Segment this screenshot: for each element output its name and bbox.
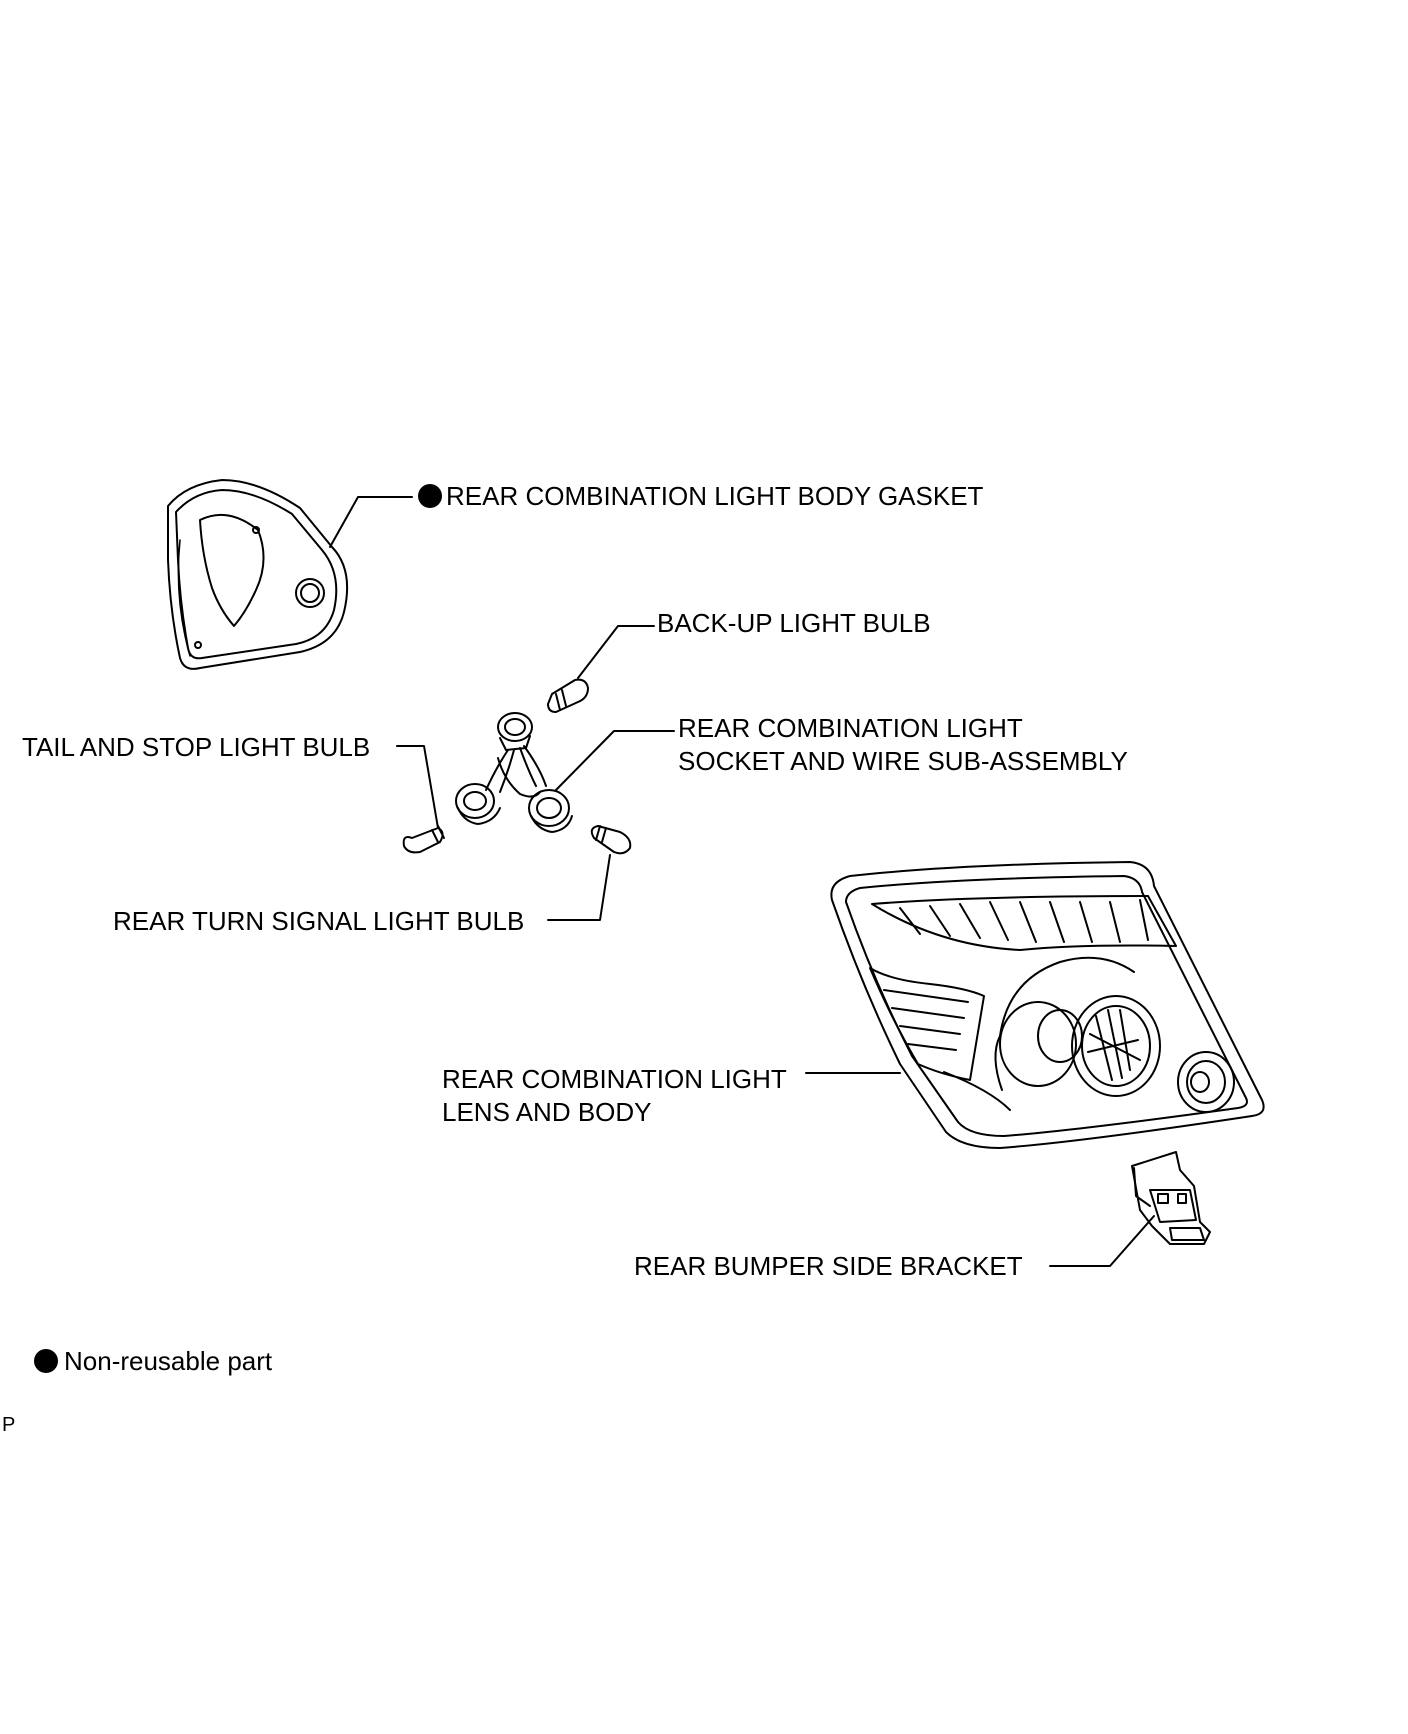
label-socket-line1: REAR COMBINATION LIGHT [678, 713, 1023, 743]
bracket-leader [1049, 1215, 1155, 1267]
label-socket-line2: SOCKET AND WIRE SUB-ASSEMBLY [678, 746, 1128, 776]
page-mark: P [2, 1414, 16, 1436]
turn-signal-bulb-drawing [590, 825, 632, 855]
label-bracket: REAR BUMPER SIDE BRACKET [634, 1251, 1023, 1281]
backup-leader [577, 625, 655, 679]
legend-text: Non-reusable part [64, 1346, 273, 1376]
tail-stop-bulb-drawing [402, 825, 445, 854]
non-reusable-dot-icon [34, 1349, 58, 1373]
label-gasket: REAR COMBINATION LIGHT BODY GASKET [418, 480, 983, 512]
non-reusable-dot-icon [418, 484, 442, 508]
socket-wire-drawing [455, 712, 573, 833]
label-lens-line2: LENS AND BODY [442, 1097, 652, 1127]
gasket-leader [329, 496, 413, 548]
turn-signal-leader [547, 854, 611, 921]
body-gasket-drawing [167, 479, 349, 670]
label-backup-bulb: BACK-UP LIGHT BULB [657, 608, 931, 638]
bracket-drawing [1131, 1151, 1211, 1245]
tail-stop-leader [396, 745, 439, 829]
label-gasket-text: REAR COMBINATION LIGHT BODY GASKET [446, 481, 984, 511]
lens-body-drawing [830, 861, 1265, 1149]
backup-bulb-drawing [547, 678, 589, 713]
label-turn-signal-bulb: REAR TURN SIGNAL LIGHT BULB [113, 906, 525, 936]
label-lens-line1: REAR COMBINATION LIGHT [442, 1064, 787, 1094]
legend-non-reusable: Non-reusable part [34, 1345, 272, 1377]
label-tail-stop-bulb: TAIL AND STOP LIGHT BULB [22, 732, 371, 762]
socket-leader [555, 730, 675, 791]
